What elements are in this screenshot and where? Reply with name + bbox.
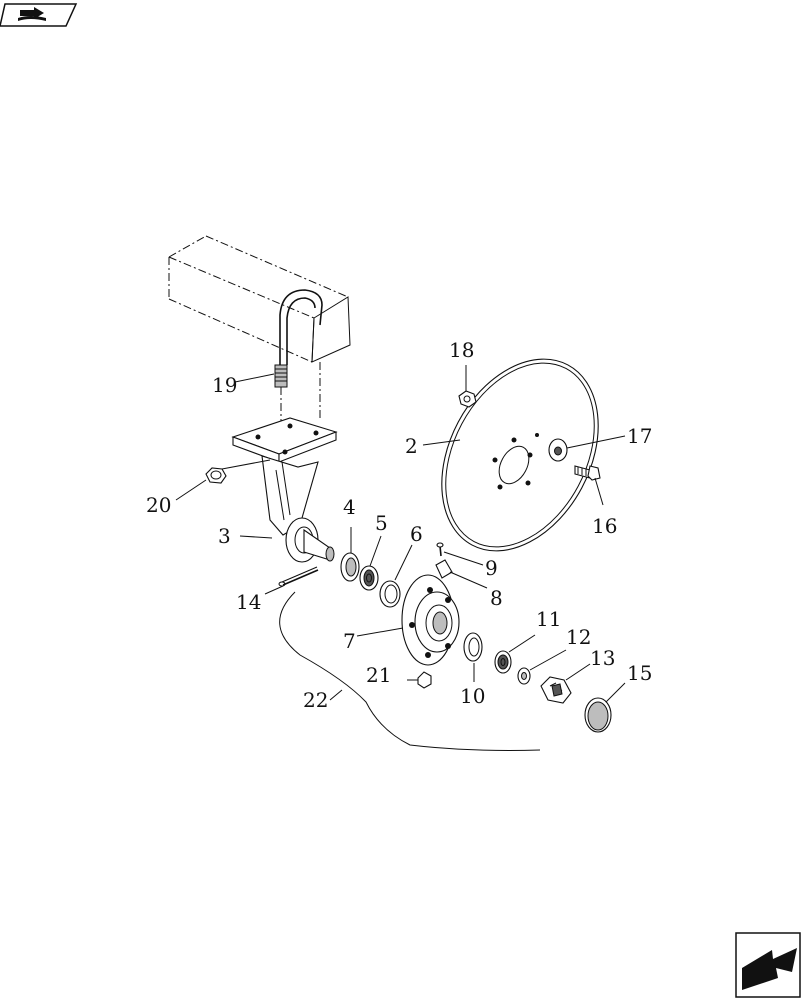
part-label-10: 10	[460, 684, 485, 708]
seal-4	[340, 552, 360, 582]
part-label-16: 16	[592, 514, 617, 538]
part-label-15: 15	[627, 661, 652, 685]
part-label-22: 22	[303, 688, 328, 712]
bolt-16	[574, 465, 604, 506]
part-label-13: 13	[590, 646, 615, 670]
washer-17	[548, 435, 626, 462]
coulter-disc-2	[441, 358, 599, 552]
part-label-17: 17	[627, 424, 652, 448]
part-label-8: 8	[490, 586, 503, 610]
castle-nut-13	[540, 663, 591, 704]
part-label-11: 11	[536, 607, 561, 631]
part-label-14: 14	[236, 590, 261, 614]
hub-7	[401, 574, 460, 666]
grease-zerk-21	[407, 671, 432, 689]
part-label-12: 12	[566, 625, 591, 649]
u-bolt	[274, 289, 323, 430]
book-arrow-icon[interactable]	[0, 3, 78, 27]
part-label-9: 9	[485, 556, 498, 580]
next-page-arrow-icon[interactable]	[735, 932, 801, 998]
bearing-cone-5	[359, 565, 379, 591]
cotter-pin-14	[278, 566, 319, 587]
part-label-2: 2	[405, 434, 418, 458]
part-label-5: 5	[375, 511, 388, 535]
part-label-20: 20	[146, 493, 171, 517]
nut-20	[205, 459, 271, 484]
dust-cap-15	[584, 682, 626, 733]
bearing-cone-11	[494, 634, 536, 674]
part-label-19: 19	[212, 373, 237, 397]
bearing-cup-10	[463, 632, 483, 662]
part-label-21: 21	[366, 663, 391, 687]
part-label-6: 6	[410, 522, 423, 546]
screw-9	[436, 542, 484, 566]
nut-18	[458, 365, 477, 408]
leader-lines	[175, 373, 475, 701]
square-tube-outline	[168, 235, 351, 363]
part-label-18: 18	[449, 338, 474, 362]
part-label-3: 3	[218, 524, 231, 548]
assembly-bracket-line	[279, 591, 541, 751]
spindle-bracket	[231, 417, 338, 563]
part-label-7: 7	[343, 629, 356, 653]
bearing-cup-6	[379, 580, 401, 608]
zerk-bracket-8	[435, 559, 488, 589]
part-label-4: 4	[343, 495, 356, 519]
washer-12	[517, 649, 567, 685]
